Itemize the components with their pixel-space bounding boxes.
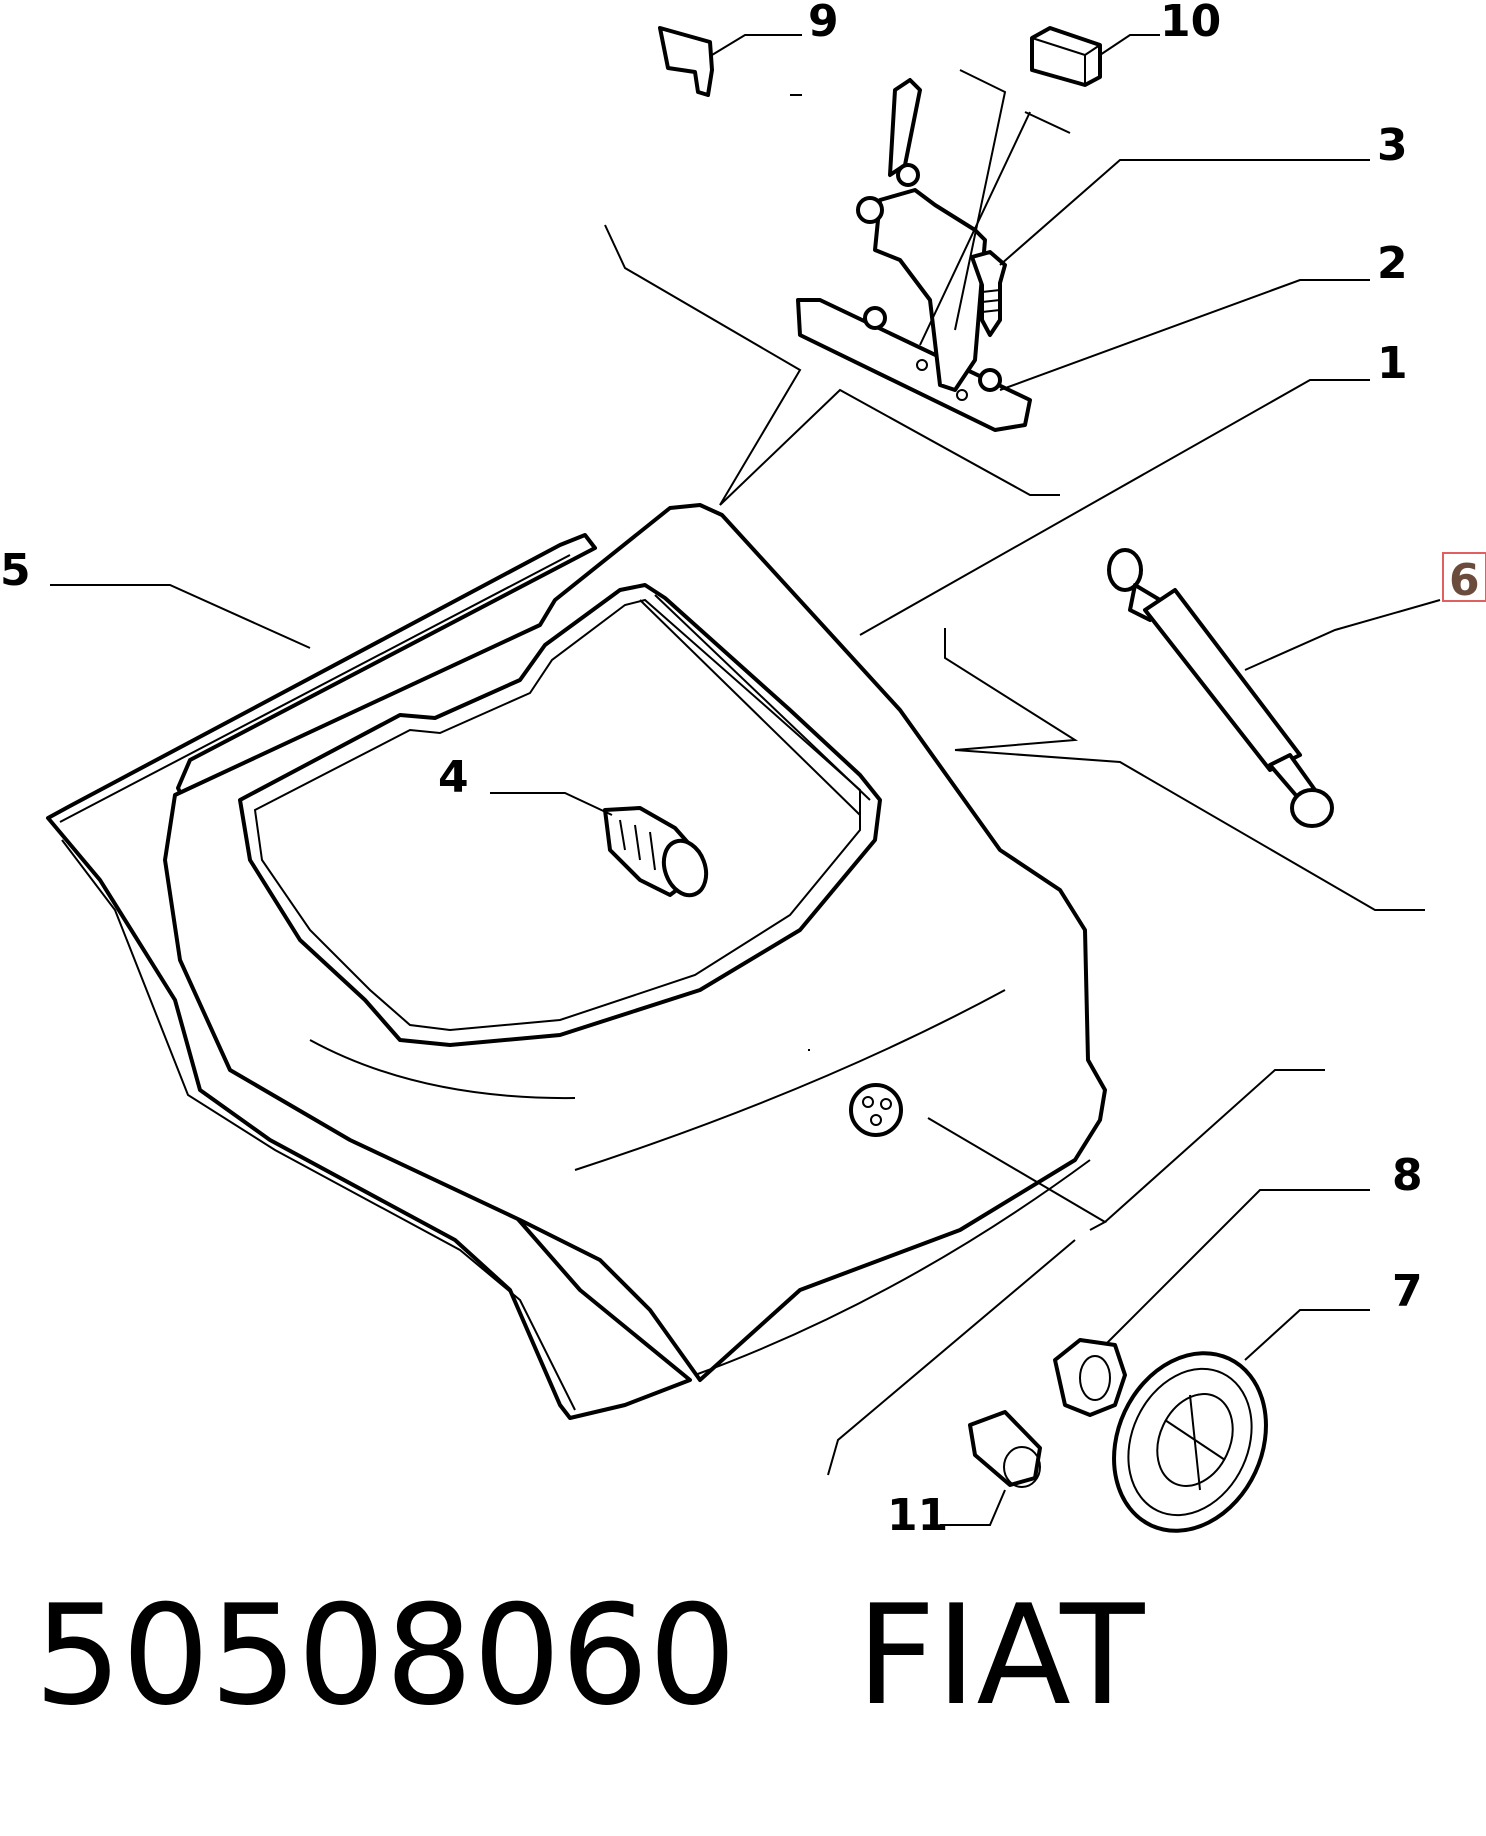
tailgate-seal xyxy=(46,533,692,1420)
callout-2: 2 xyxy=(1377,238,1408,289)
badge xyxy=(1112,1351,1268,1533)
leader-lines xyxy=(50,34,1441,1526)
part-number: 50508060 xyxy=(34,1575,737,1736)
hinge-screw xyxy=(970,250,1007,337)
bump-stop xyxy=(1030,26,1102,87)
hinge xyxy=(796,78,1032,432)
clip xyxy=(658,26,714,97)
callout-5: 5 xyxy=(0,545,31,596)
callout-8: 8 xyxy=(1392,1150,1423,1201)
callout-6-highlight xyxy=(1442,552,1486,602)
tailgate-panel xyxy=(163,503,1107,1382)
part-caption: 50508060 FIAT xyxy=(34,1575,1144,1736)
callout-9: 9 xyxy=(808,0,839,47)
callout-3: 3 xyxy=(1377,120,1408,171)
bush xyxy=(1053,1338,1127,1417)
callouts: 9 10 3 2 1 5 6 4 8 7 11 xyxy=(0,0,1486,1541)
callout-1: 1 xyxy=(1377,338,1408,389)
callout-7: 7 xyxy=(1392,1266,1423,1317)
callout-10: 10 xyxy=(1160,0,1221,47)
brand-name: FIAT xyxy=(856,1575,1145,1736)
callout-4: 4 xyxy=(438,752,469,803)
callout-6: 6 xyxy=(1449,555,1480,606)
spacer xyxy=(968,1410,1042,1488)
callout-11: 11 xyxy=(887,1490,948,1541)
gas-strut xyxy=(1107,548,1334,828)
plug xyxy=(603,806,709,898)
